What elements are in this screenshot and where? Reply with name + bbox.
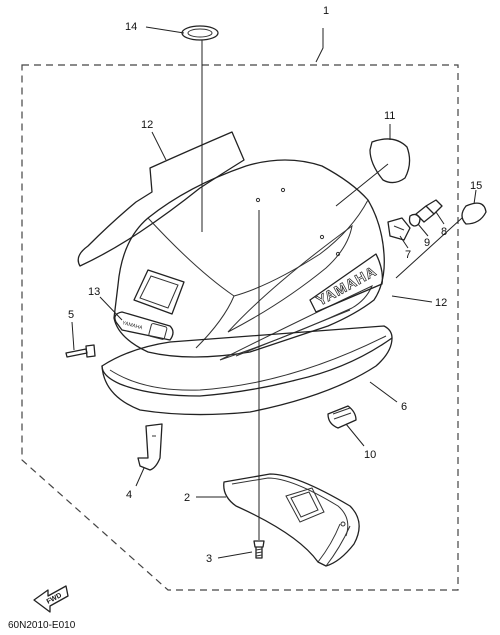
leader-15-long [395, 217, 463, 279]
brand-decal-panel [309, 253, 384, 313]
side-swoosh-accent [235, 309, 351, 357]
leader-5 [71, 321, 75, 351]
bolt [415, 199, 443, 223]
badge-emblem [114, 311, 174, 341]
lower-handle-housing [223, 473, 360, 567]
side-swoosh-lower [219, 284, 373, 361]
side-grommet [327, 405, 357, 429]
drawing-code: 60N2010-E010 [8, 620, 76, 631]
left-side-decal [77, 131, 245, 267]
leader-8 [435, 211, 445, 225]
part-number-label: 5 [68, 309, 74, 321]
lower-handle-flange [317, 523, 351, 567]
cowling-hole [255, 197, 261, 203]
part-number-label: 11 [384, 110, 395, 122]
leader-6 [369, 381, 398, 403]
bottom-seal-rim-bottom [101, 337, 393, 416]
side-swoosh-upper [227, 224, 353, 333]
part-number-label: 8 [441, 226, 447, 238]
oval-plate [369, 138, 411, 184]
assembly-boundary [21, 64, 459, 591]
part-number-label: 3 [206, 553, 212, 565]
lower-handle-recess [285, 487, 325, 523]
part-number-label: 14 [125, 21, 137, 33]
side-grommet-detail [332, 407, 352, 420]
badge-emblem-number [148, 323, 168, 340]
retaining-clip [387, 217, 411, 241]
small-decal [461, 202, 487, 225]
top-cowling [113, 159, 385, 358]
lower-handle-screw-hole [340, 521, 346, 527]
lower-handle-inner [231, 477, 349, 537]
part-number-label: 9 [424, 237, 430, 249]
lower-handle-recess-inner [290, 491, 319, 518]
part-number-label: 15 [470, 180, 482, 192]
part-number-label: 7 [405, 249, 411, 261]
rivet-pin [65, 348, 88, 358]
cowling-hole [280, 187, 286, 193]
intake-opening-inner [139, 275, 179, 309]
part-number-label: 12 [141, 119, 153, 131]
leader-12-right [391, 295, 433, 303]
screw-threads [255, 548, 263, 557]
part-number-label: 6 [401, 401, 407, 413]
leader-10 [345, 423, 365, 447]
leader-1 [315, 28, 324, 63]
part-number-label: 13 [88, 286, 100, 298]
fwd-arrow [33, 585, 69, 613]
leader-9 [417, 223, 429, 237]
intake-opening-outer [133, 269, 185, 315]
part-number-label: 4 [126, 489, 132, 501]
latch-bracket [137, 423, 163, 471]
part-number-label: 1 [323, 5, 329, 17]
part-number-label: 12 [435, 297, 447, 309]
rivet-pin-head [85, 344, 96, 358]
bottom-seal-rim-top [101, 325, 393, 397]
leader-12-left [151, 131, 167, 161]
leader-11-down [335, 163, 389, 207]
badge-emblem-text: YAMAHA [121, 320, 143, 331]
cowling-hole [335, 251, 341, 257]
grommet-ring-inner [187, 28, 213, 38]
part-number-label: 2 [184, 492, 190, 504]
grommet-ring [181, 25, 219, 41]
part-number-label: 10 [364, 449, 376, 461]
leader-13 [99, 296, 123, 321]
cowling-front-seam [195, 295, 235, 349]
cowling-hole [319, 234, 325, 240]
leader-4 [135, 467, 145, 487]
leader-15 [473, 189, 477, 205]
leader-3 [217, 551, 253, 559]
retaining-clip-slot [393, 225, 405, 231]
bottom-seal-rim-inner [109, 335, 387, 391]
leader-7 [399, 235, 409, 249]
leader-14 [145, 26, 185, 34]
